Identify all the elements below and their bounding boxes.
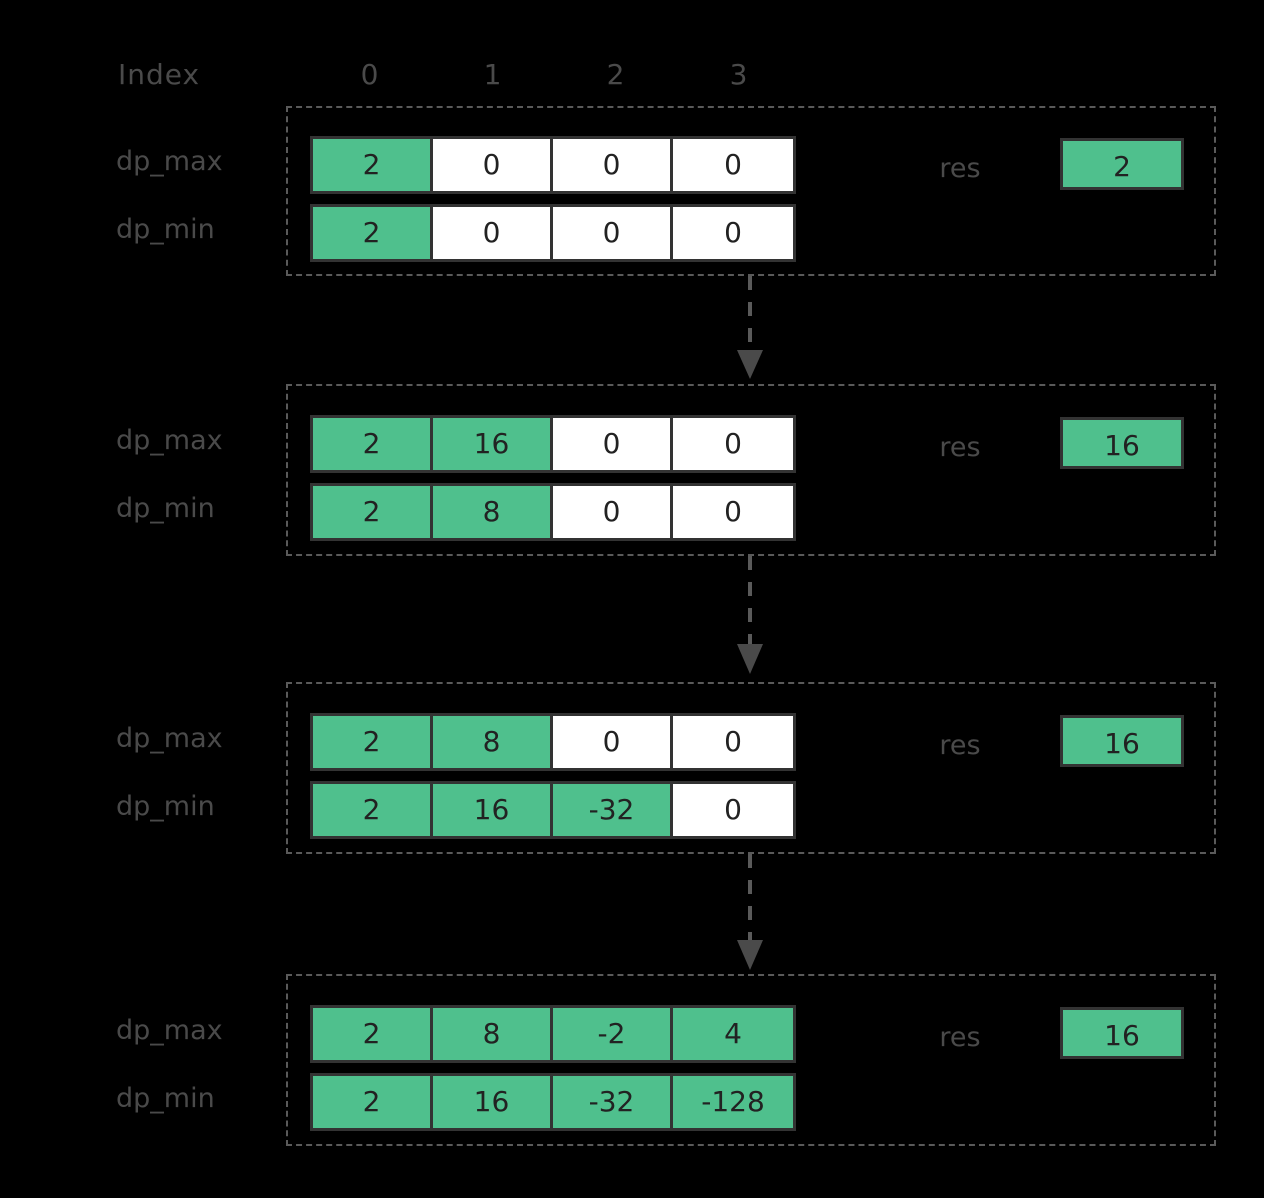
cell: 2 (313, 784, 433, 836)
dp-max-array-3: 2 8 0 0 (310, 713, 796, 771)
dp-max-array-4: 2 8 -2 4 (310, 1005, 796, 1063)
cell: -128 (673, 1076, 793, 1128)
cell: 8 (433, 1008, 553, 1060)
cell: 0 (673, 716, 793, 768)
cell: -32 (553, 1076, 673, 1128)
index-label: Index (118, 58, 201, 91)
cell: 16 (433, 1076, 553, 1128)
res-label-1: res (939, 153, 981, 184)
dp-min-array-4: 2 16 -32 -128 (310, 1073, 796, 1131)
res-box-1: 2 (1060, 138, 1184, 190)
row-label-dp-min-2: dp_min (116, 493, 215, 524)
index-header-row: Index 0 1 2 3 (0, 52, 1264, 98)
cell: 0 (553, 207, 673, 259)
cell: -2 (553, 1008, 673, 1060)
cell: 0 (673, 207, 793, 259)
cell: 2 (313, 1076, 433, 1128)
res-label-3: res (939, 730, 981, 761)
dp-min-array-2: 2 8 0 0 (310, 483, 796, 541)
cell: 0 (673, 418, 793, 470)
cell: 2 (313, 716, 433, 768)
index-number-0: 0 (360, 58, 379, 91)
cell: 2 (313, 486, 433, 538)
step-block-2: dp_max 2 16 0 0 dp_min 2 8 0 0 res 16 (116, 384, 1216, 556)
cell: 0 (553, 139, 673, 191)
cell: 16 (433, 418, 553, 470)
step-block-4: dp_max 2 8 -2 4 dp_min 2 16 -32 -128 res… (116, 974, 1216, 1146)
row-label-dp-max-1: dp_max (116, 146, 223, 177)
index-number-1: 1 (483, 58, 502, 91)
dp-max-array-1: 2 0 0 0 (310, 136, 796, 194)
res-box-2: 16 (1060, 417, 1184, 469)
cell: 0 (553, 418, 673, 470)
cell: 16 (433, 784, 553, 836)
cell: 4 (673, 1008, 793, 1060)
res-box-4: 16 (1060, 1007, 1184, 1059)
dp-max-array-2: 2 16 0 0 (310, 415, 796, 473)
cell: 0 (673, 784, 793, 836)
dp-min-array-3: 2 16 -32 0 (310, 781, 796, 839)
arrow-step1-to-step2 (728, 276, 772, 382)
cell: -32 (553, 784, 673, 836)
cell: 0 (433, 139, 553, 191)
arrow-step2-to-step3 (728, 556, 772, 680)
row-label-dp-min-4: dp_min (116, 1083, 215, 1114)
row-label-dp-min-3: dp_min (116, 791, 215, 822)
row-label-dp-max-2: dp_max (116, 425, 223, 456)
index-number-2: 2 (606, 58, 625, 91)
cell: 0 (433, 207, 553, 259)
cell: 0 (553, 716, 673, 768)
step-block-1: dp_max 2 0 0 0 dp_min 2 0 0 0 res 2 (116, 106, 1216, 276)
cell: 0 (673, 139, 793, 191)
res-label-4: res (939, 1022, 981, 1053)
cell: 2 (313, 139, 433, 191)
cell: 2 (313, 418, 433, 470)
cell: 2 (313, 207, 433, 259)
cell: 8 (433, 486, 553, 538)
cell: 2 (313, 1008, 433, 1060)
row-label-dp-min-1: dp_min (116, 214, 215, 245)
step-block-3: dp_max 2 8 0 0 dp_min 2 16 -32 0 res 16 (116, 682, 1216, 854)
cell: 0 (673, 486, 793, 538)
dp-min-array-1: 2 0 0 0 (310, 204, 796, 262)
cell: 8 (433, 716, 553, 768)
index-number-3: 3 (729, 58, 748, 91)
cell: 0 (553, 486, 673, 538)
res-box-3: 16 (1060, 715, 1184, 767)
row-label-dp-max-4: dp_max (116, 1015, 223, 1046)
res-label-2: res (939, 432, 981, 463)
row-label-dp-max-3: dp_max (116, 723, 223, 754)
arrow-step3-to-step4 (728, 854, 772, 976)
